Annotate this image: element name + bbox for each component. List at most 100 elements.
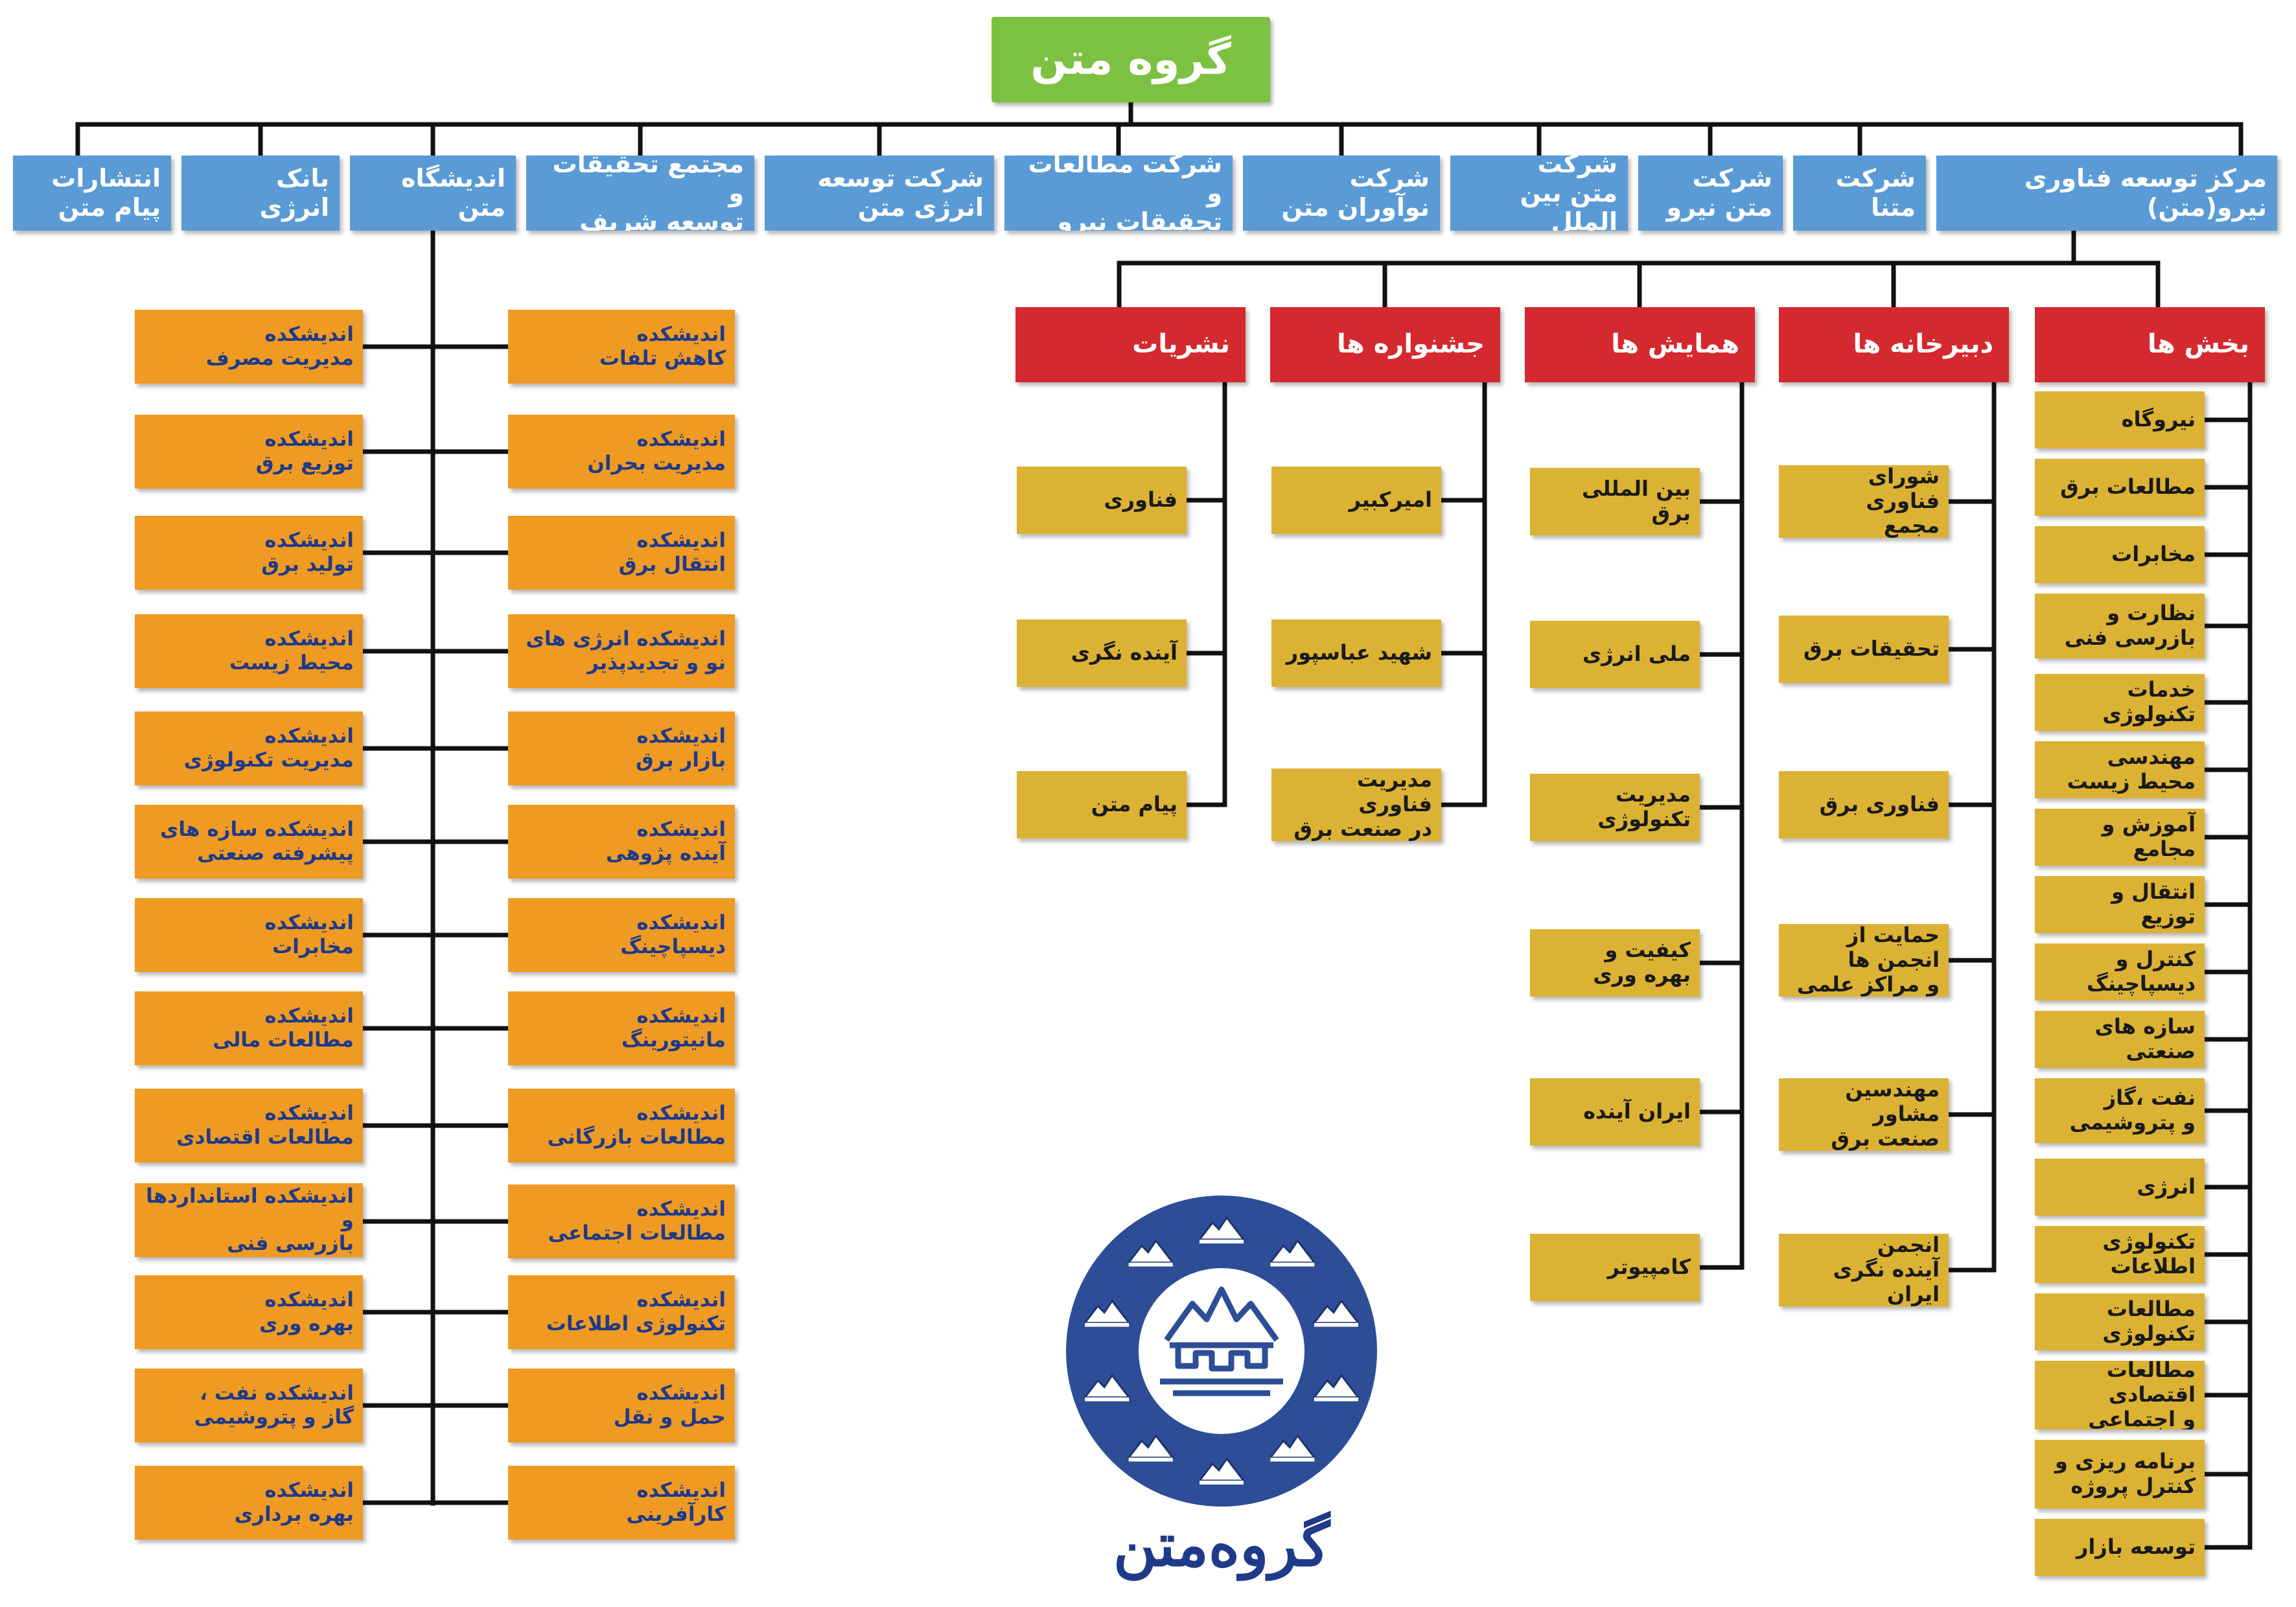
section-item[interactable]: مخابرات [2035, 526, 2205, 583]
institute-box[interactable]: اندیشکده محیط زیست [135, 614, 363, 688]
section-item[interactable]: مطالعات برق [2035, 459, 2205, 516]
company-box[interactable]: شرکت متن بین الملل [1450, 156, 1628, 231]
institute-box[interactable]: اندیشکده بهره وری [135, 1275, 363, 1349]
institute-label: اندیشکده کاهش تلفات [599, 323, 726, 370]
institute-box[interactable]: اندیشکده مدیریت تکنولوژی [135, 711, 363, 785]
section-item[interactable]: مهندسین مشاور صنعت برق [1779, 1078, 1949, 1151]
section-item[interactable]: بین المللی برق [1530, 468, 1700, 535]
section-item[interactable]: برنامه ریزی و کنترل پروژه [2035, 1440, 2205, 1509]
institute-box[interactable]: اندیشکده مدیریت مصرف [135, 310, 363, 384]
section-item[interactable]: شهید عباسپور [1271, 619, 1441, 687]
mountain-peak-icon [1312, 1373, 1360, 1402]
section-item[interactable]: تحقیقات برق [1779, 616, 1949, 683]
section-item-label: پیام متن [1091, 792, 1177, 817]
section-item[interactable]: کامپیوتر [1530, 1234, 1700, 1301]
section-item[interactable]: نظارت و بازرسی فنی [2035, 594, 2205, 658]
section-title: دبیرخانه ها [1853, 329, 1993, 360]
institute-box[interactable]: اندیشکده مطالعات مالی [135, 991, 363, 1065]
section-item-label: نظارت و بازرسی فنی [2064, 601, 2196, 650]
institute-box[interactable]: اندیشکده تولید برق [135, 516, 363, 590]
section-item[interactable]: آینده نگری [1017, 619, 1187, 687]
institute-label: اندیشکده دیسپاچینگ [620, 911, 726, 958]
section-item[interactable]: شورای فناوری مجمع [1779, 465, 1949, 538]
section-item-label: کیفیت و بهره وری [1593, 938, 1691, 987]
section-item-label: کامپیوتر [1607, 1254, 1691, 1280]
section-item[interactable]: کیفیت و بهره وری [1530, 929, 1700, 997]
root-node[interactable]: گروه متن [991, 17, 1270, 102]
institute-box[interactable]: اندیشکده کارآفرینی [508, 1466, 735, 1540]
institute-box[interactable]: اندیشکده مخابرات [135, 898, 363, 972]
institute-box[interactable]: اندیشکده مطالعات اجتماعی [508, 1185, 735, 1258]
section-item-label: آموزش و مجامع [2102, 812, 2196, 861]
section-item[interactable]: تکنولوژی اطلاعات [2035, 1226, 2205, 1283]
section-header[interactable]: بخش ها [2035, 307, 2265, 382]
section-item[interactable]: پیام متن [1017, 771, 1187, 838]
institute-box[interactable]: اندیشکده توزیع برق [135, 415, 363, 489]
section-item[interactable]: مطالعات تکنولوژی [2035, 1293, 2205, 1350]
company-box[interactable]: شرکت نوآوران متن [1243, 156, 1440, 231]
institute-box[interactable]: اندیشکده آینده پژوهی [508, 805, 735, 879]
section-item[interactable]: خدمات تکنولوژی [2035, 674, 2205, 731]
institute-box[interactable]: اندیشکده انتقال برق [508, 516, 735, 590]
company-box[interactable]: شرکت متنا [1793, 156, 1926, 231]
section-item[interactable]: مهندسی محیط زیست [2035, 741, 2205, 798]
section-item[interactable]: حمایت از انجمن ها و مراکز علمی [1779, 924, 1949, 997]
institute-label: اندیشکده مطالعات مالی [213, 1004, 354, 1052]
section-item[interactable]: امیرکبیر [1271, 467, 1441, 534]
institute-box[interactable]: اندیشکده استانداردها و بازرسی فنی [135, 1183, 363, 1257]
section-header[interactable]: نشریات [1015, 307, 1246, 382]
institute-box[interactable]: اندیشکده مانیتورینگ [508, 991, 735, 1065]
section-item[interactable]: مدیریت فناوری در صنعت برق [1271, 769, 1441, 841]
section-item[interactable]: توسعه بازار [2035, 1519, 2205, 1576]
section-item[interactable]: مدیریت تکنولوژی [1530, 774, 1700, 841]
section-item-label: فناوری برق [1819, 792, 1940, 817]
section-item[interactable]: ایران آینده [1530, 1078, 1700, 1146]
section-item[interactable]: نفت ،گاز و پتروشیمی [2035, 1078, 2205, 1143]
institute-box[interactable]: اندیشکده حمل و نقل [508, 1369, 735, 1442]
section-item[interactable]: انجمن آینده نگری ایران [1779, 1234, 1949, 1306]
section-item[interactable]: مطالعات اقتصادی و اجتماعی [2035, 1361, 2205, 1429]
section-header[interactable]: جشنواره ها [1270, 307, 1500, 382]
institute-box[interactable]: اندیشکده مدیریت بحران [508, 415, 735, 489]
institute-box[interactable]: اندیشکده بازار برق [508, 711, 735, 785]
section-item[interactable]: نیروگاه [2035, 391, 2205, 448]
section-item-label: نفت ،گاز و پتروشیمی [2069, 1085, 2196, 1135]
section-header[interactable]: همایش ها [1525, 307, 1755, 382]
company-box[interactable]: شرکت توسعه انرژی متن [765, 156, 994, 231]
company-box[interactable]: مجتمع تحقیقات و توسعه شریف [526, 156, 754, 231]
section-item-label: شورای فناوری مجمع [1866, 465, 1940, 538]
company-box[interactable]: مرکز توسعه فناوری نیرو(متن) [1936, 156, 2277, 231]
section-item[interactable]: انرژی [2035, 1159, 2205, 1216]
section-item-label: شهید عباسپور [1286, 640, 1432, 665]
institute-box[interactable]: اندیشکده مطالعات اقتصادی [135, 1089, 363, 1162]
section-item-label: نیروگاه [2121, 407, 2196, 432]
company-box[interactable]: اندیشگاه متن [350, 156, 516, 231]
company-box[interactable]: شرکت مطالعات و تحقیقات نیرو [1004, 156, 1233, 231]
company-box[interactable]: انتشارات پیام متن [13, 156, 171, 231]
company-box[interactable]: بانک انرژی [181, 156, 340, 231]
section-header[interactable]: دبیرخانه ها [1779, 307, 2009, 382]
section-item[interactable]: فناوری برق [1779, 771, 1949, 838]
institute-label: اندیشکده تولید برق [261, 529, 354, 576]
company-label: مجتمع تحقیقات و توسعه شریف [552, 156, 744, 231]
institute-box[interactable]: اندیشکده انرژی های نو و تجدیدپذیر [508, 614, 735, 688]
section-item[interactable]: کنترل و دیسپاچینگ [2035, 943, 2205, 1000]
section-item[interactable]: ملی انرژی [1530, 621, 1700, 688]
section-item[interactable]: انتقال و توزیع [2035, 876, 2205, 933]
company-box[interactable]: شرکت متن نیرو [1638, 156, 1783, 231]
institute-box[interactable]: اندیشکده مطالعات بازرگانی [508, 1089, 735, 1162]
institute-box[interactable]: اندیشکده تکنولوژی اطلاعات [508, 1275, 735, 1349]
institute-box[interactable]: اندیشکده دیسپاچینگ [508, 898, 735, 972]
institute-box[interactable]: اندیشکده نفت ، گاز و پتروشیمی [135, 1369, 363, 1442]
institute-box[interactable]: اندیشکده سازه های پیشرفته صنعتی [135, 805, 363, 879]
institute-label: اندیشکده بازار برق [635, 724, 726, 772]
section-item[interactable]: فناوری [1017, 467, 1187, 534]
mountain-peak-icon [1197, 1216, 1246, 1243]
institute-box[interactable]: اندیشکده کاهش تلفات [508, 310, 735, 384]
section-item-label: مهندسی محیط زیست [2067, 745, 2196, 794]
section-item[interactable]: سازه های صنعتی [2035, 1011, 2205, 1068]
section-item[interactable]: آموزش و مجامع [2035, 809, 2205, 866]
institute-box[interactable]: اندیشکده بهره برداری [135, 1466, 363, 1540]
section-item-label: مطالعات برق [2060, 474, 2196, 500]
